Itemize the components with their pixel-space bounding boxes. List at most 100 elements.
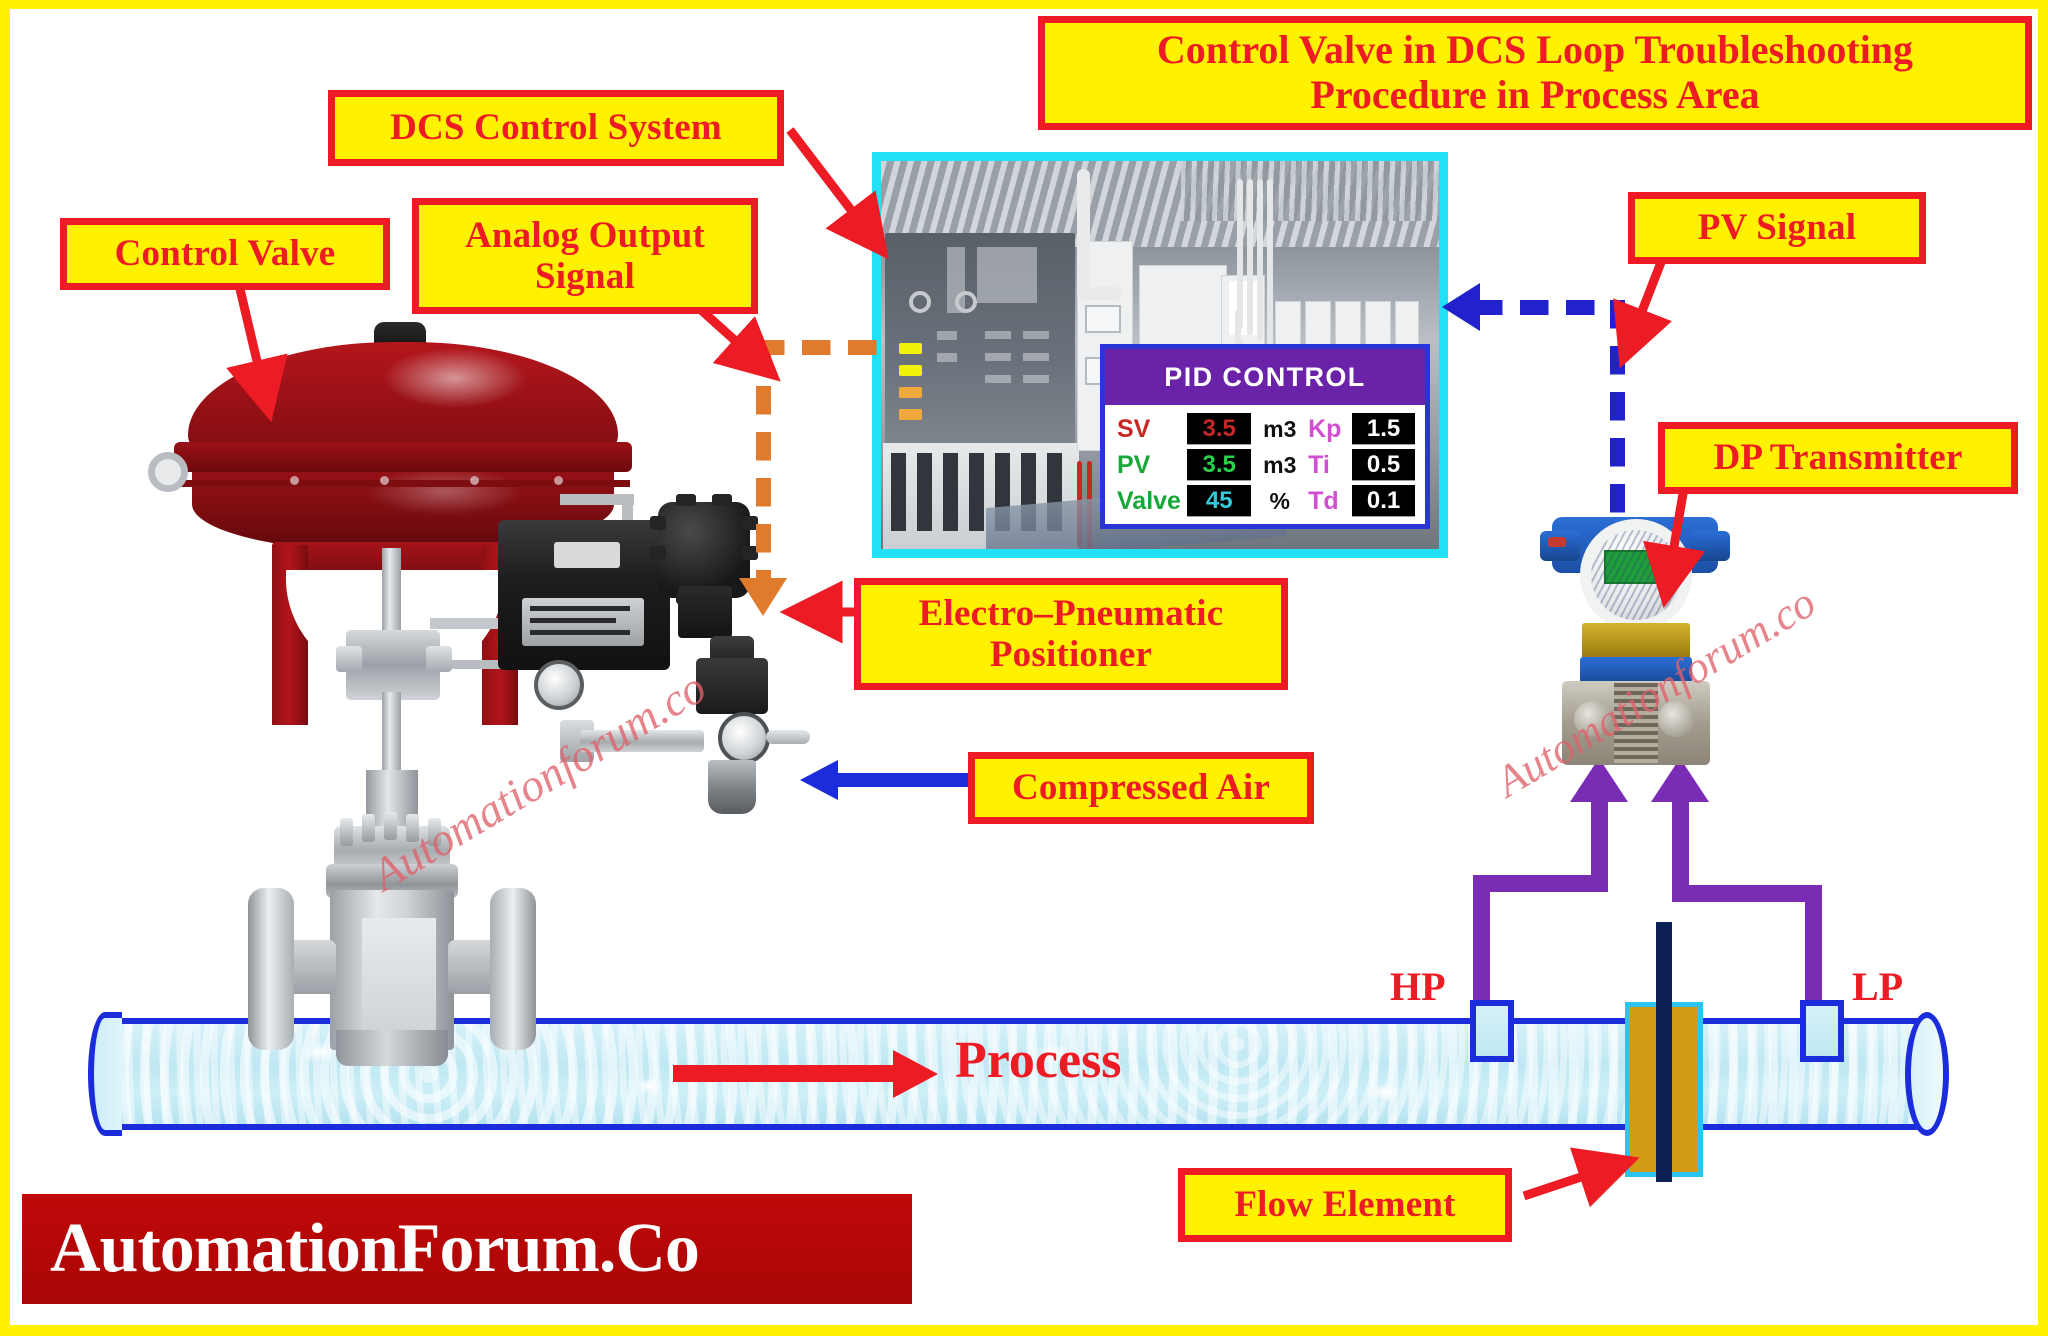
leader-dcs bbox=[786, 127, 889, 260]
leader-pv-signal bbox=[1613, 250, 1672, 369]
pid-control-faceplate[interactable]: PID CONTROL SV PV Valve 3.5 3.5 45 m3 m3… bbox=[1100, 344, 1430, 529]
pid-row-0-unit: m3 bbox=[1263, 415, 1297, 442]
actuator-tie-rod bbox=[160, 480, 630, 487]
page-title-line2: Procedure in Process Area bbox=[1310, 72, 1760, 117]
analog-output-signal-arrow bbox=[739, 578, 787, 616]
pid-row-2-tune-value[interactable]: 0.1 bbox=[1352, 485, 1415, 517]
label-dp-transmitter: DP Transmitter bbox=[1658, 422, 2018, 494]
ceiling-vent-secondary bbox=[1181, 161, 1439, 221]
pid-row-1-tune-value[interactable]: 0.5 bbox=[1352, 449, 1415, 481]
pid-row-0-name: SV bbox=[1117, 414, 1151, 443]
control-valve-assembly bbox=[130, 322, 810, 1190]
label-dcs-control-system: DCS Control System bbox=[328, 90, 784, 166]
positioner-air-port bbox=[678, 586, 732, 638]
pid-tuning-name-column: Kp Ti Td bbox=[1308, 411, 1346, 519]
dp-process-port-hp bbox=[1574, 701, 1610, 737]
compressed-air-arrow-head bbox=[800, 760, 838, 800]
lp-impulse-vertical bbox=[1805, 885, 1822, 1007]
actuator-split-rim bbox=[174, 442, 632, 472]
frame-border-right bbox=[2038, 0, 2048, 1336]
process-flow-arrow-shaft bbox=[673, 1065, 899, 1082]
filter-regulator-body bbox=[696, 658, 768, 714]
hp-tap bbox=[1470, 1000, 1514, 1062]
dp-display-cover bbox=[1580, 519, 1692, 631]
lp-impulse-riser bbox=[1672, 800, 1689, 900]
valve-body-face bbox=[362, 918, 436, 1050]
pid-row-0-value[interactable]: 3.5 bbox=[1186, 413, 1252, 445]
valve-body-bottom bbox=[336, 1030, 448, 1066]
pv-signal-vertical bbox=[1610, 300, 1625, 522]
pid-row-1-value[interactable]: 3.5 bbox=[1186, 449, 1252, 481]
pid-tuning-value-column: 1.5 0.5 0.1 bbox=[1352, 411, 1415, 519]
analog-output-signal-vertical bbox=[756, 340, 771, 588]
pipe-right-end-ellipse bbox=[1905, 1012, 1949, 1136]
pid-unit-column: m3 m3 % bbox=[1257, 411, 1302, 519]
frame-border-top bbox=[0, 0, 2048, 9]
pid-tag-column: SV PV Valve bbox=[1117, 411, 1181, 519]
positioner-bracket-top bbox=[560, 494, 634, 505]
flow-element-plate-bar bbox=[1656, 922, 1672, 1182]
compressed-air-arrow-shaft bbox=[836, 773, 974, 787]
filter-regulator-bowl bbox=[708, 760, 756, 814]
pid-row-2-tune-name: Td bbox=[1308, 486, 1339, 515]
dp-process-port-lp bbox=[1658, 701, 1694, 737]
plc-cpu-module bbox=[885, 233, 1075, 443]
filter-regulator-gauge bbox=[718, 712, 770, 764]
dp-glass-reflection bbox=[1591, 530, 1681, 620]
pid-row-2-value[interactable]: 45 bbox=[1186, 485, 1252, 517]
actuator-lifting-eye bbox=[148, 452, 188, 492]
label-analog-output-line2: Signal bbox=[535, 256, 635, 297]
process-label: Process bbox=[955, 1032, 1122, 1089]
label-compressed-air: Compressed Air bbox=[968, 752, 1314, 824]
pid-row-1-name: PV bbox=[1117, 450, 1151, 479]
label-control-valve: Control Valve bbox=[60, 218, 390, 290]
hp-impulse-horizontal bbox=[1473, 875, 1608, 892]
pid-row-2-unit: % bbox=[1269, 487, 1290, 514]
site-logo-banner: AutomationForum.Co bbox=[22, 1194, 912, 1304]
leader-flow-element bbox=[1522, 1147, 1640, 1208]
pv-signal-horizontal bbox=[1474, 300, 1624, 315]
positioner-pneumatic-head bbox=[650, 494, 758, 604]
dp-conduit-right bbox=[1690, 531, 1730, 561]
ethernet-port-1 bbox=[1085, 305, 1121, 333]
pid-row-2-name: Valve bbox=[1117, 486, 1181, 515]
filter-regulator-outlet bbox=[766, 730, 810, 744]
pipe-left-end bbox=[88, 1012, 122, 1136]
pid-row-0-tune-value[interactable]: 1.5 bbox=[1352, 413, 1415, 445]
label-positioner-line2: Positioner bbox=[989, 634, 1153, 675]
dp-housing-base bbox=[1580, 657, 1692, 683]
pid-value-column: 3.5 3.5 45 bbox=[1186, 411, 1252, 519]
valve-flange-inlet bbox=[248, 888, 294, 1050]
ethernet-cable bbox=[1077, 169, 1090, 299]
pv-signal-arrow bbox=[1442, 283, 1480, 331]
analog-output-signal-horizontal bbox=[756, 340, 880, 355]
pid-row-0-tune-name: Kp bbox=[1308, 414, 1342, 443]
lp-impulse-arrow bbox=[1651, 758, 1709, 802]
pid-row-1-tune-name: Ti bbox=[1308, 450, 1330, 479]
positioner-brand-logo bbox=[554, 542, 620, 568]
frame-border-bottom bbox=[0, 1325, 2048, 1336]
lp-impulse-horizontal bbox=[1672, 885, 1822, 902]
label-analog-output-line1: Analog Output bbox=[464, 214, 706, 256]
dp-transmitter bbox=[1540, 505, 1730, 775]
lp-label: LP bbox=[1852, 964, 1904, 1009]
site-logo-text: AutomationForum.Co bbox=[50, 1210, 700, 1287]
valve-flange-outlet bbox=[490, 888, 536, 1050]
frame-border-left bbox=[0, 0, 10, 1336]
hp-impulse-riser bbox=[1591, 800, 1608, 890]
label-analog-output-signal: Analog Output Signal bbox=[412, 198, 758, 314]
positioner-output-gauge bbox=[534, 660, 584, 710]
dp-marker-red bbox=[1548, 537, 1566, 547]
pid-row-1-unit: m3 bbox=[1263, 451, 1297, 478]
process-flow-arrow-head bbox=[893, 1050, 938, 1098]
air-supply-tube bbox=[580, 730, 704, 752]
positioner-nameplate bbox=[522, 598, 644, 646]
pid-header-title: PID CONTROL bbox=[1105, 349, 1425, 405]
page-title: Control Valve in DCS Loop Troubleshootin… bbox=[1038, 16, 2032, 130]
hp-label: HP bbox=[1390, 964, 1446, 1009]
hp-impulse-arrow bbox=[1570, 758, 1628, 802]
label-pv-signal: PV Signal bbox=[1628, 192, 1926, 264]
plc-io-base bbox=[883, 443, 1079, 549]
valve-stem-lower bbox=[382, 692, 401, 778]
